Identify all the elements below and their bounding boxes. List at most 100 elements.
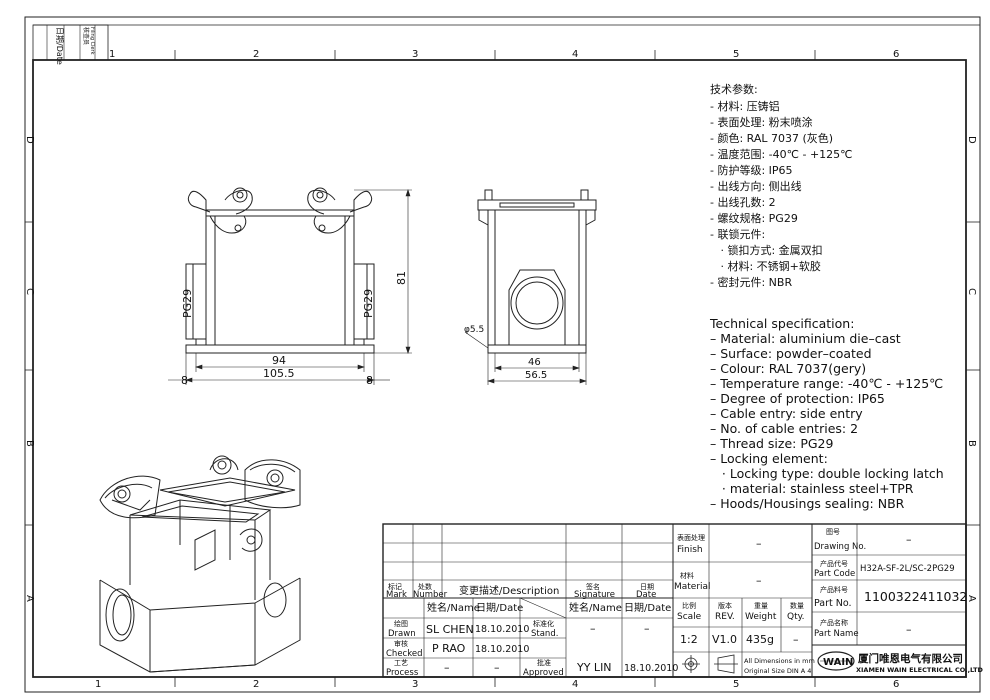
corner-tab: 日期/Date 核查员 Filing Clerk <box>32 24 109 65</box>
pg29-left: PG29 <box>181 289 194 318</box>
tb-stand-date: – <box>644 622 650 635</box>
tb-checked-en: Checked <box>386 649 422 659</box>
spec-en-line: – Degree of protection: IP65 <box>710 391 885 406</box>
col-bottom-6: 6 <box>893 679 899 690</box>
spec-en-line: · Locking type: double locking latch <box>710 466 944 481</box>
spec-en-line: · material: stainless steel+TPR <box>710 481 914 496</box>
spec-cn-line: - 密封元件: NBR <box>710 275 792 289</box>
dim-phi5-5: φ5.5 <box>464 325 484 335</box>
spec-cn-line: - 螺纹规格: PG29 <box>710 211 798 225</box>
tb-approved-en: Approved <box>523 668 564 678</box>
tb-mark-cn: 标记 <box>388 582 402 591</box>
tb-date-en: Date <box>636 590 656 600</box>
tb-scale-value: 1:2 <box>680 633 698 646</box>
col-top-3: 3 <box>412 49 418 60</box>
corner-tab-date: 日期/Date <box>55 27 64 65</box>
spec-cn-line: - 温度范围: -40℃ - +125℃ <box>710 147 853 161</box>
tb-date-1: 日期/Date <box>476 602 523 614</box>
tb-part-name-cn: 产品名称 <box>820 618 848 627</box>
tb-name-1: 姓名/Name <box>427 601 480 614</box>
tb-date-2: 日期/Date <box>624 602 671 614</box>
tb-material-cn: 材料 <box>680 571 694 580</box>
row-left-b: B <box>24 440 35 447</box>
tb-weight-value: 435g <box>746 633 774 646</box>
col-top-1: 1 <box>109 49 115 60</box>
front-view <box>185 187 375 354</box>
row-left-d: D <box>24 136 35 144</box>
tb-rev-en: REV. <box>715 612 735 622</box>
tb-approved-name: YY LIN <box>576 661 612 674</box>
spec-en-line: – Temperature range: -40℃ - +125℃ <box>710 376 943 391</box>
corner-tab-check-cn: 核查员 <box>82 27 90 45</box>
title-block-grid <box>382 523 967 678</box>
col-top-4: 4 <box>572 49 578 60</box>
tb-part-no-value: 1100322411032 <box>864 589 967 604</box>
spec-en-line: – Colour: RAL 7037(gery) <box>710 361 866 376</box>
tb-rev-cn: 版本 <box>718 601 732 610</box>
isometric-view <box>99 455 301 673</box>
col-bottom-2: 2 <box>253 679 259 690</box>
tb-drawn-date: 18.10.2010 <box>475 624 529 635</box>
spec-cn-line: - 出线孔数: 2 <box>710 195 776 209</box>
tb-signature-cn: 签名 <box>586 582 600 591</box>
dim-105-5: 105.5 <box>263 367 295 380</box>
tb-process-date: – <box>494 661 500 674</box>
spec-en-line: – Thread size: PG29 <box>710 436 834 451</box>
col-bottom-3: 3 <box>412 679 418 690</box>
spec-cn-line: - 表面处理: 粉末喷涂 <box>710 115 813 129</box>
row-left-a: A <box>24 595 35 602</box>
tb-weight-en: Weight <box>745 612 777 622</box>
spec-cn-line: - 联锁元件: <box>710 227 765 241</box>
side-view <box>477 189 597 354</box>
dim-56-5: 56.5 <box>525 370 547 381</box>
tb-drawing-no-en: Drawing No. <box>814 542 866 552</box>
side-view-dimensions <box>464 331 587 385</box>
spec-en-line: – Locking element: <box>710 451 828 466</box>
spec-en-title: Technical specification: <box>709 316 854 331</box>
tb-part-code-value: H32A-SF-2L/SC-2PG29 <box>860 564 955 574</box>
tb-part-name-en: Part Name <box>814 629 859 639</box>
spec-cn-line: · 锁扣方式: 金属双扣 <box>710 243 823 257</box>
logo-text: WAIN <box>823 657 853 668</box>
tb-process-name: – <box>444 661 450 674</box>
row-right-d: D <box>966 136 977 144</box>
row-right-b: B <box>966 440 977 447</box>
dim-81: 81 <box>395 271 408 285</box>
dim-8-right: 8 <box>366 374 373 387</box>
tb-approved-cn: 批准 <box>537 658 551 667</box>
row-left-c: C <box>24 288 35 295</box>
tb-drawn-en: Drawn <box>388 629 416 639</box>
tb-drawn-cn: 绘图 <box>394 619 408 628</box>
tb-rev-value: V1.0 <box>712 633 737 646</box>
tb-scale-cn: 比例 <box>682 601 696 610</box>
tb-stand-name: – <box>590 622 596 635</box>
tb-qty-value: – <box>793 633 799 646</box>
corner-tab-check-en: Filing Clerk <box>89 27 95 55</box>
spec-cn-line: · 材料: 不锈钢+软胶 <box>710 259 821 273</box>
tb-date-cn: 日期 <box>640 583 654 591</box>
tb-checked-cn: 审核 <box>394 639 408 648</box>
row-right-a: A <box>966 595 977 602</box>
tb-checked-date: 18.10.2010 <box>475 644 529 655</box>
tb-approved-date: 18.10.2010 <box>624 663 678 674</box>
tb-process-en: Process <box>386 668 419 678</box>
spec-cn-line: - 出线方向: 侧出线 <box>710 179 802 193</box>
tb-part-no-cn: 产品料号 <box>820 585 848 594</box>
tb-scale-en: Scale <box>677 612 702 622</box>
spec-en-line: – Hoods/Housings sealing: NBR <box>710 496 905 511</box>
spec-en-line: – Material: aluminium die–cast <box>710 331 901 346</box>
tb-finish-en: Finish <box>677 545 703 555</box>
dim-94: 94 <box>272 354 286 367</box>
spec-cn: 技术参数: - 材料: 压铸铝 - 表面处理: 粉末喷涂 - 颜色: RAL 7… <box>710 82 853 289</box>
col-top-2: 2 <box>253 49 259 60</box>
tb-signature-en: Signature <box>574 590 615 600</box>
dim-8-left: 8 <box>181 374 188 387</box>
tb-number-cn: 处数 <box>418 582 432 591</box>
tb-dims-note-1: All Dimensions in mm <box>744 657 815 665</box>
tb-process-cn: 工艺 <box>394 659 408 667</box>
spec-en: Technical specification: – Material: alu… <box>709 316 944 511</box>
tb-mark-en: Mark <box>386 590 407 600</box>
tb-finish-cn: 表面处理 <box>677 533 705 542</box>
spec-cn-line: - 材料: 压铸铝 <box>710 99 780 113</box>
tb-qty-cn: 数量 <box>790 601 804 610</box>
